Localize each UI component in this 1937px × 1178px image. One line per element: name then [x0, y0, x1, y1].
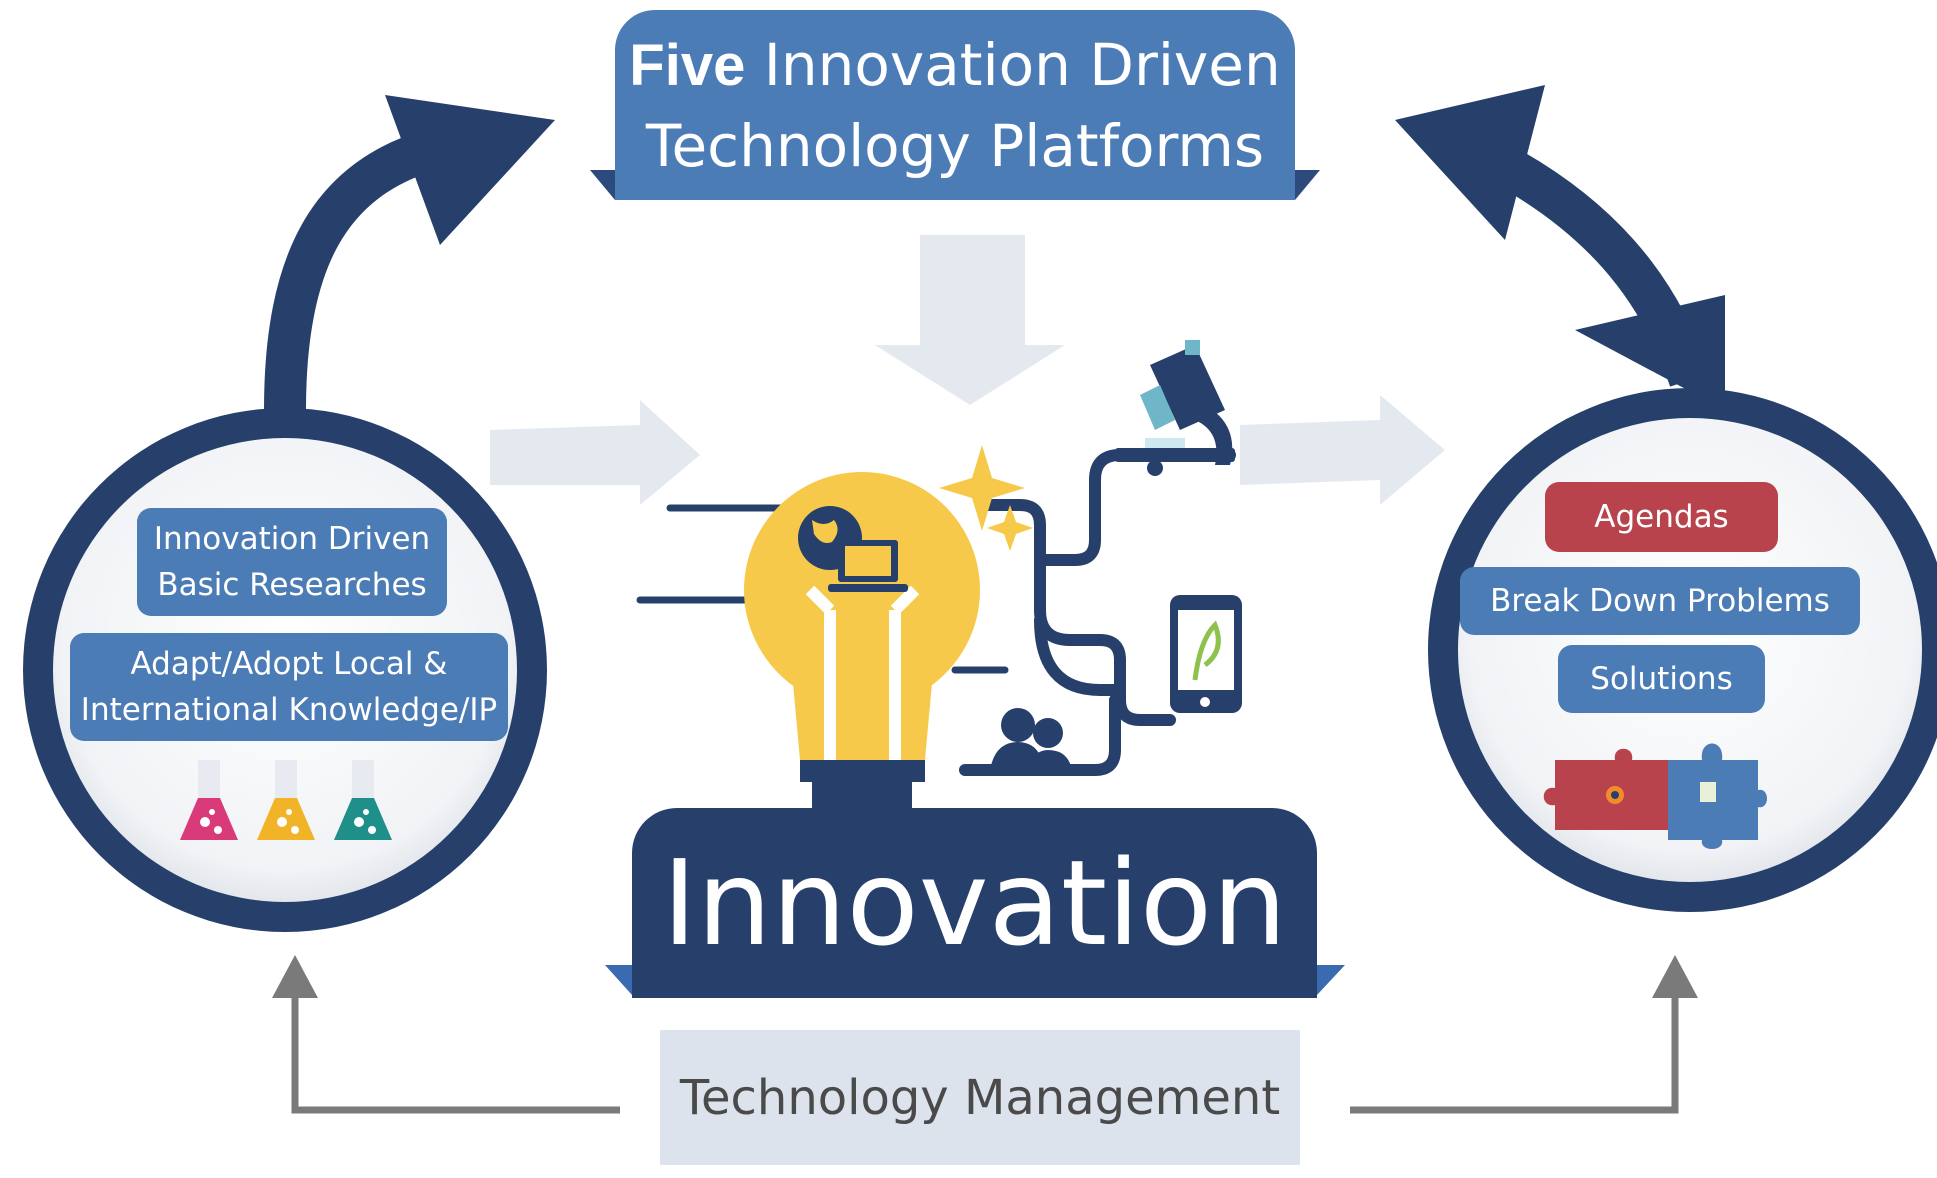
smartphone-icon	[1170, 595, 1242, 713]
basic-researches-line-1: Innovation Driven	[153, 521, 431, 557]
agendas-label: Agendas	[1594, 499, 1729, 535]
gray-arrow-right	[1350, 955, 1698, 1114]
curved-arrow-left-up	[264, 95, 555, 411]
technology-management-box: Technology Management	[660, 1030, 1300, 1165]
sparkle-icon	[939, 445, 1033, 551]
agendas-box: Agendas	[1545, 482, 1778, 552]
technology-management-label: Technology Management	[679, 1069, 1281, 1126]
platforms-title-box: Five Innovation Driven Technology Platfo…	[615, 10, 1295, 200]
flask-icon-pink	[180, 760, 238, 840]
people-icon	[990, 708, 1072, 770]
puzzle-icon	[1543, 743, 1767, 849]
flask-icon-yellow	[257, 760, 315, 840]
flask-icon-teal	[334, 760, 392, 840]
break-down-problems-box: Break Down Problems	[1460, 567, 1860, 635]
curved-arrow-right-double	[1395, 85, 1725, 410]
gray-arrow-left	[272, 955, 620, 1114]
innovation-box: Innovation	[632, 808, 1317, 998]
knowledge-ip-box: Adapt/Adopt Local & International Knowle…	[70, 633, 508, 741]
title-line-2: Technology Platforms	[645, 111, 1265, 180]
solutions-box: Solutions	[1558, 645, 1765, 713]
knowledge-ip-line-2: International Knowledge/IP	[80, 692, 498, 728]
title-bold-word: Five	[629, 32, 746, 98]
title-ribbon-tails	[590, 170, 1320, 200]
microscope-icon	[1115, 340, 1235, 476]
laptop-icon	[828, 540, 908, 592]
knowledge-ip-line-1: Adapt/Adopt Local &	[130, 646, 448, 682]
flow-arrow-center-to-right	[1240, 395, 1445, 505]
flow-arrow-left-to-center	[490, 400, 700, 505]
title-line-1-rest: Innovation Driven	[763, 30, 1281, 99]
circuit-lines	[959, 449, 1236, 776]
flow-arrow-down	[875, 235, 1065, 405]
innovation-label: Innovation	[662, 834, 1287, 972]
title-line-1: Five Innovation Driven	[629, 25, 1280, 106]
innovation-ribbon-tails	[605, 965, 1345, 995]
basic-researches-line-2: Basic Researches	[157, 567, 427, 603]
solutions-label: Solutions	[1590, 661, 1733, 697]
break-down-problems-label: Break Down Problems	[1490, 583, 1830, 619]
speed-lines	[636, 504, 1009, 674]
lightbulb-icon	[744, 472, 980, 810]
basic-researches-box: Innovation Driven Basic Researches	[137, 508, 447, 616]
